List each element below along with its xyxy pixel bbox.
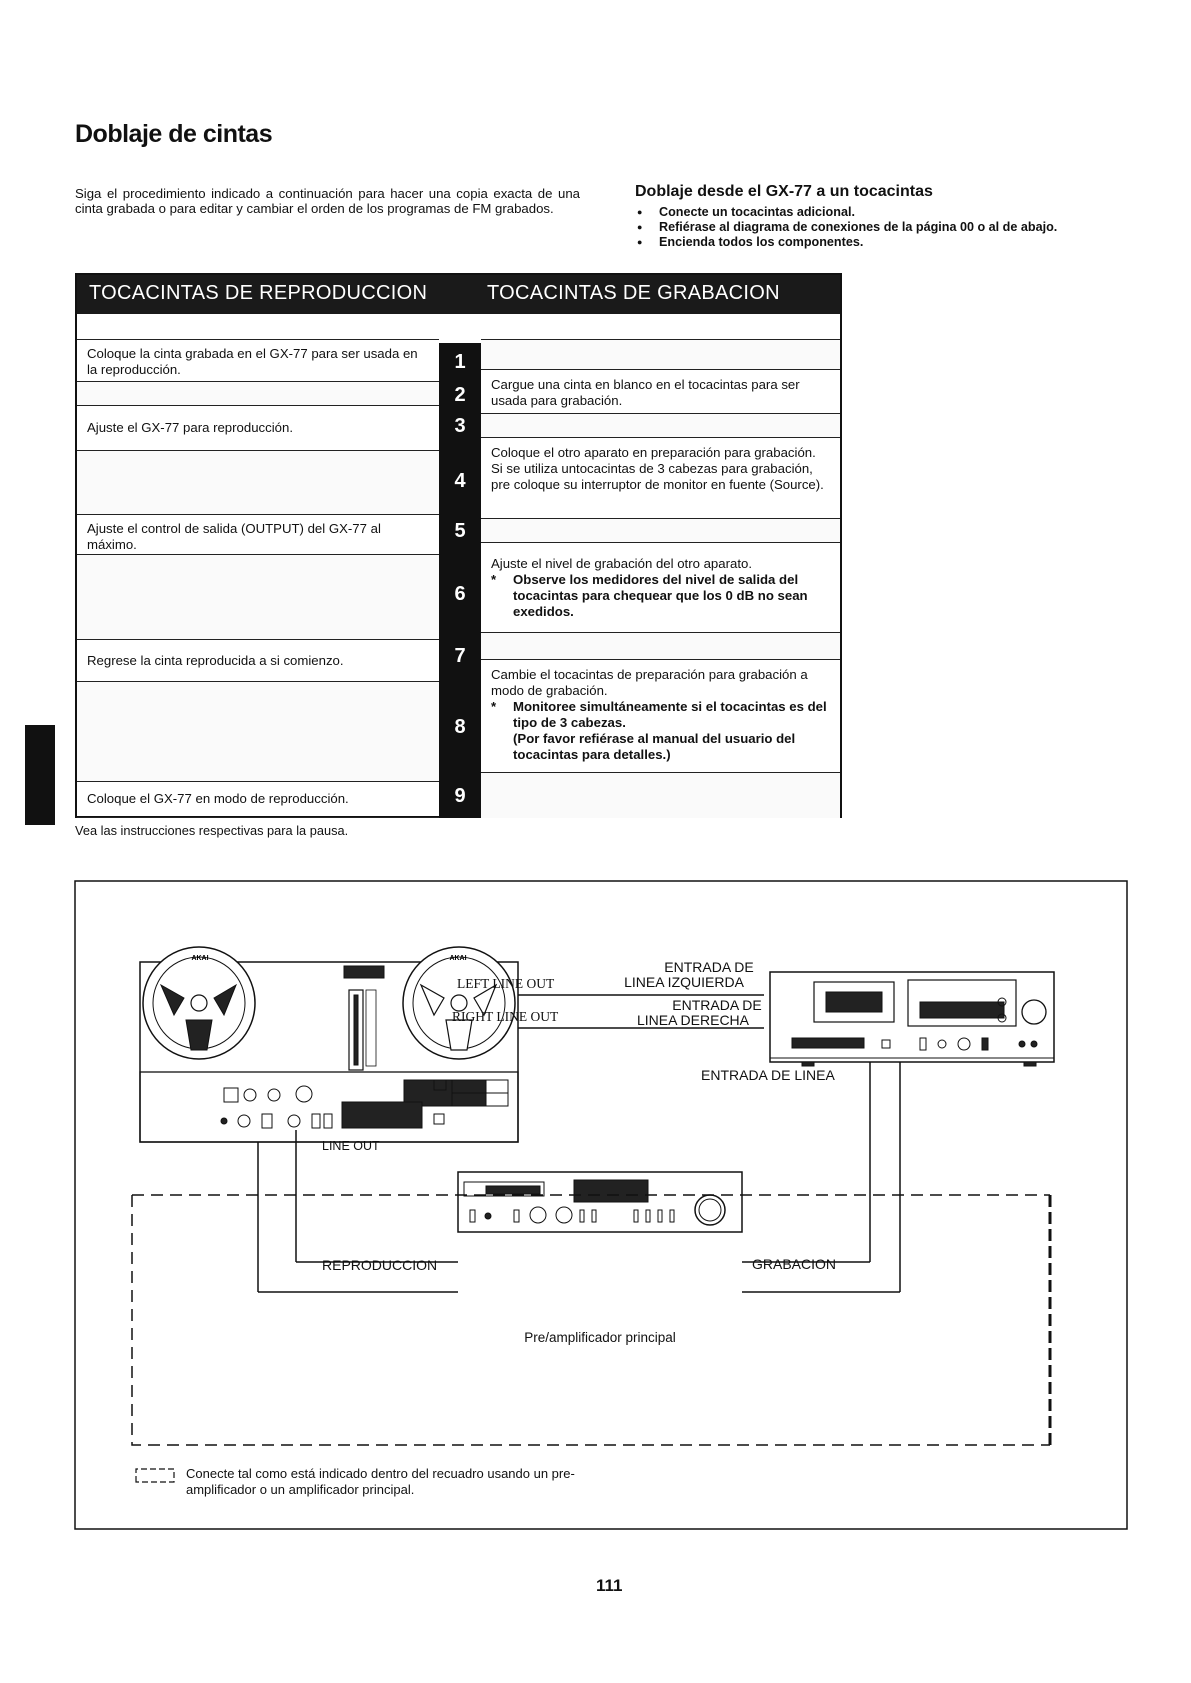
step-number: 2 <box>454 384 466 406</box>
left-step-2-empty <box>77 382 439 406</box>
dubbing-subtitle: Doblaje desde el GX-77 a un tocacintas <box>635 183 933 200</box>
left-step-8-empty <box>77 682 439 782</box>
reel-to-reel-deck <box>139 946 519 1143</box>
dubbing-bullets: Conecte un tocacintas adicional. Refiéra… <box>635 205 1057 250</box>
label-entrada-izq-1: ENTRADA DE <box>664 959 753 975</box>
label-left-line-out: LEFT LINE OUT <box>457 976 555 991</box>
left-step-4-empty <box>77 451 439 515</box>
right-step-6-text: Ajuste el nivel de grabación del otro ap… <box>491 556 752 571</box>
page-title: Doblaje de cintas <box>75 120 273 148</box>
legend-line-2: amplificador o un amplificador principal… <box>186 1482 414 1497</box>
header-recording: TOCACINTAS DE GRABACION <box>487 282 780 304</box>
intro-paragraph: Siga el procedimiento indicado a continu… <box>75 186 580 216</box>
label-right-line-out: RIGHT LINE OUT <box>452 1009 559 1024</box>
header-playback: TOCACINTAS DE REPRODUCCION <box>89 282 428 304</box>
right-step-6: Ajuste el nivel de grabación del otro ap… <box>481 543 840 633</box>
signal-cables <box>257 994 901 1293</box>
label-grabacion: GRABACION <box>752 1256 836 1272</box>
left-step-5: Ajuste el control de salida (OUTPUT) del… <box>77 515 439 555</box>
right-step-7-empty <box>481 633 840 660</box>
pause-note: Vea las instrucciones respectivas para l… <box>75 823 349 838</box>
cassette-deck <box>769 971 1055 1067</box>
page-number: 111 <box>596 1576 623 1595</box>
left-step-3: Ajuste el GX-77 para reproducción. <box>77 406 439 451</box>
step-number: 1 <box>454 351 466 373</box>
bullet-item: Refiérase al diagrama de conexiones de l… <box>635 220 1057 235</box>
right-step-8-note-2: (Por favor refiérase al manual del usuar… <box>513 731 796 762</box>
procedure-table: TOCACINTAS DE REPRODUCCION TOCACINTAS DE… <box>75 273 842 818</box>
left-step-1: Coloque la cinta grabada en el GX-77 par… <box>77 339 439 382</box>
step-number: 7 <box>454 645 466 667</box>
table-header: TOCACINTAS DE REPRODUCCION TOCACINTAS DE… <box>77 275 840 314</box>
label-entrada-linea: ENTRADA DE LINEA <box>701 1067 835 1083</box>
step-number: 5 <box>454 520 466 542</box>
right-step-5-empty <box>481 519 840 543</box>
right-step-3-empty <box>481 414 840 438</box>
right-step-8-text: Cambie el tocacintas de preparación para… <box>491 667 808 698</box>
right-step-6-note: * Observe los medidores del nivel de sal… <box>491 572 830 620</box>
step-number: 6 <box>454 583 466 605</box>
label-entrada-izq-2: LINEA IZQUIERDA <box>624 974 744 990</box>
step-number: 9 <box>454 785 466 807</box>
akai-brand-right: AKAI <box>449 955 466 962</box>
left-step-9: Coloque el GX-77 en modo de reproducción… <box>77 782 439 818</box>
label-entrada-der-1: ENTRADA DE <box>672 997 761 1013</box>
label-reproduccion: REPRODUCCION <box>322 1257 437 1273</box>
legend-line-1: Conecte tal como está indicado dentro de… <box>186 1466 575 1481</box>
label-amplifier: Pre/amplificador principal <box>524 1330 676 1345</box>
left-step-7: Regrese la cinta reproducida a si comien… <box>77 640 439 682</box>
right-step-4: Coloque el otro aparato en preparación p… <box>481 438 840 519</box>
edge-tab-marker <box>25 725 55 825</box>
right-step-9-empty <box>481 773 840 818</box>
right-step-1-empty <box>481 339 840 370</box>
right-step-8-note-1: Monitoree simultáneamente si el tocacint… <box>513 699 827 730</box>
right-step-8-note: * Monitoree simultáneamente si el tocaci… <box>491 699 830 763</box>
left-step-6-empty <box>77 555 439 640</box>
connection-diagram: AKAI AKAI <box>74 880 1128 1530</box>
step-number: 4 <box>454 470 466 492</box>
step-number: 3 <box>454 415 466 437</box>
legend-dashed-icon <box>135 1468 175 1483</box>
amplifier <box>457 1171 743 1233</box>
right-step-6-note-text: Observe los medidores del nivel de salid… <box>513 572 808 619</box>
right-step-8: Cambie el tocacintas de preparación para… <box>481 660 840 773</box>
dashed-enclosure <box>131 1194 1052 1446</box>
step-number-strip <box>439 343 481 818</box>
right-step-2: Cargue una cinta en blanco en el tocacin… <box>481 370 840 414</box>
step-number: 8 <box>454 716 466 738</box>
label-line-out: LINE OUT <box>322 1139 380 1153</box>
label-entrada-der-2: LINEA DERECHA <box>637 1012 750 1028</box>
akai-brand-left: AKAI <box>191 955 208 962</box>
bullet-item: Conecte un tocacintas adicional. <box>635 205 1057 220</box>
bullet-item: Encienda todos los componentes. <box>635 235 1057 250</box>
